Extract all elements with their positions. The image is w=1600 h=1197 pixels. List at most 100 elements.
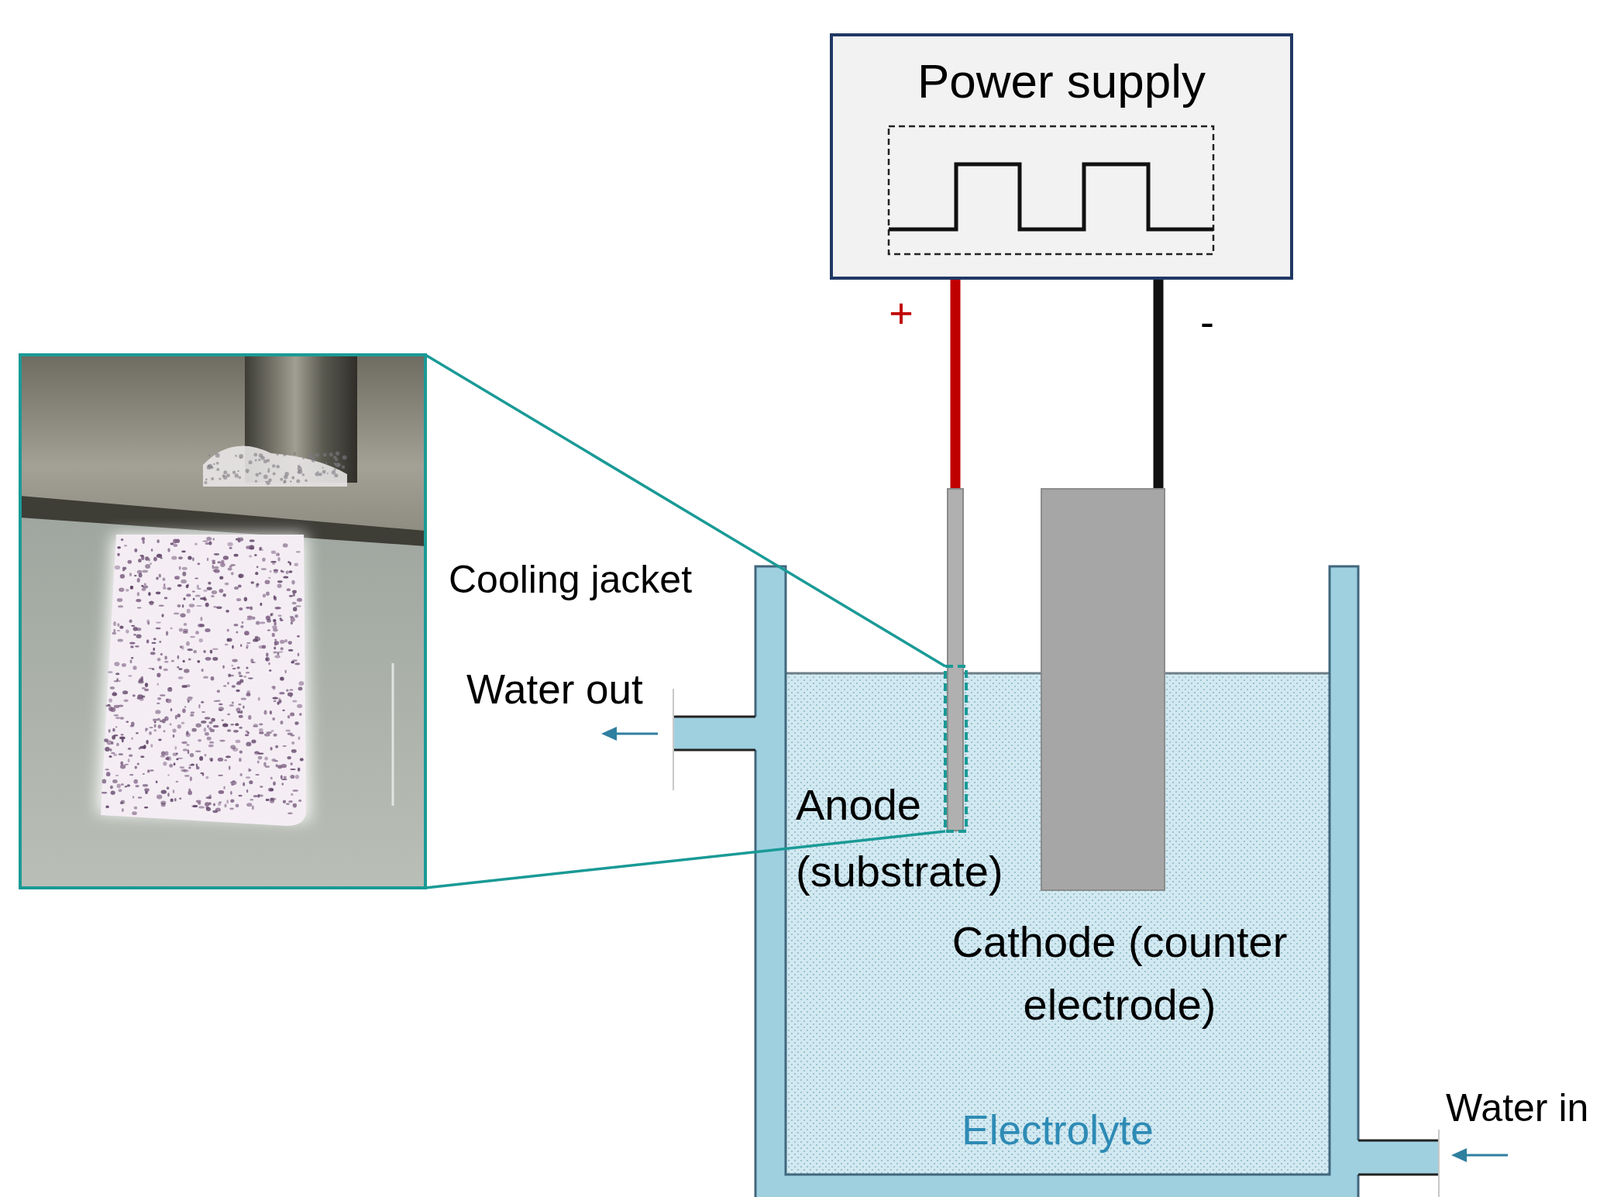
flow-label: Water in xyxy=(1445,1084,1589,1132)
speckle-dot xyxy=(239,726,243,730)
speckle-dot xyxy=(151,667,155,671)
speckle-dot xyxy=(143,744,147,750)
speckle-dot xyxy=(154,723,157,728)
speckle-dot xyxy=(278,553,280,556)
speckle-dot xyxy=(251,581,255,584)
speckle-dot xyxy=(117,639,124,643)
speckle-dot xyxy=(279,640,286,644)
speckle-dot xyxy=(254,553,257,557)
speckle-dot xyxy=(218,703,224,706)
speckle-dot xyxy=(272,696,279,699)
speckle-dot xyxy=(223,593,227,598)
speckle-dot xyxy=(182,571,186,577)
speckle-dot xyxy=(213,463,215,465)
speckle-dot xyxy=(113,753,117,757)
speckle-dot xyxy=(223,555,229,561)
speckle-dot xyxy=(283,454,287,458)
speckle-dot xyxy=(113,621,117,627)
speckle-dot xyxy=(234,473,239,478)
speckle-dot xyxy=(282,745,287,747)
speckle-dot xyxy=(298,469,303,474)
speckle-dot xyxy=(323,453,327,458)
speckle-dot xyxy=(289,694,293,699)
pipe-edge xyxy=(673,749,756,752)
speckle-dot xyxy=(294,721,299,726)
pipe-end-line xyxy=(1438,1129,1440,1197)
speckle-dot xyxy=(286,588,291,592)
speckle-dot xyxy=(142,540,145,544)
speckle-dot xyxy=(302,457,305,460)
speckle-dot xyxy=(238,757,242,762)
speckle-dot xyxy=(113,734,119,737)
speckle-dot xyxy=(289,768,296,771)
speckle-dot xyxy=(333,455,338,460)
speckle-dot xyxy=(104,746,111,752)
speckle-dot xyxy=(172,753,178,757)
speckle-dot xyxy=(238,674,243,678)
speckle-dot xyxy=(246,642,252,644)
speckle-dot xyxy=(294,563,299,567)
speckle-dot xyxy=(120,799,125,805)
speckle-dot xyxy=(213,566,220,570)
speckle-dot xyxy=(275,606,281,610)
speckle-dot xyxy=(115,716,121,720)
speckle-dot xyxy=(211,590,217,595)
speckle-dot xyxy=(113,705,120,709)
speckle-dot xyxy=(164,660,169,663)
speckle-dot xyxy=(315,471,320,476)
speckle-dot xyxy=(203,589,208,592)
speckle-dot xyxy=(108,698,113,702)
speckle-dot xyxy=(264,710,268,716)
speckle-dot xyxy=(161,750,166,756)
speckle-dot xyxy=(154,709,161,714)
speckle-dot xyxy=(203,727,207,733)
speckle-dot xyxy=(273,596,277,602)
speckle-dot xyxy=(287,692,293,697)
speckle-dot xyxy=(261,645,266,650)
speckle-dot xyxy=(113,661,120,667)
speckle-dot xyxy=(139,554,144,558)
speckle-dot xyxy=(273,569,279,574)
speckle-dot xyxy=(179,766,185,769)
speckle-dot xyxy=(271,717,276,721)
speckle-dot xyxy=(112,632,117,636)
speckle-dot xyxy=(285,689,289,692)
speckle-dot xyxy=(258,547,262,551)
speckle-dot xyxy=(127,560,133,565)
speckle-dot xyxy=(188,787,191,792)
speckle-dot xyxy=(191,728,197,733)
speckle-dot xyxy=(228,765,231,771)
speckle-dot xyxy=(254,636,262,641)
speckle-dot xyxy=(178,566,182,571)
speckle-dot xyxy=(215,807,221,812)
speckle-dot xyxy=(229,547,233,550)
speckle-dot xyxy=(129,774,134,776)
speckle-dot xyxy=(269,797,275,801)
speckle-dot xyxy=(270,560,277,563)
speckle-dot xyxy=(296,598,303,603)
speckle-dot xyxy=(277,764,283,769)
part-label-holder: Cooling jacket xyxy=(448,556,692,603)
speckle-dot xyxy=(269,788,274,792)
speckle-dot xyxy=(271,550,276,554)
speckle-dot xyxy=(130,722,135,727)
speckle-dot xyxy=(110,707,116,713)
speckle-dot xyxy=(333,462,337,465)
speckle-dot xyxy=(218,706,224,711)
speckle-dot xyxy=(290,762,293,766)
speckle-dot xyxy=(203,595,207,600)
speckle-dot xyxy=(173,612,179,616)
speckle-dot xyxy=(179,645,183,649)
speckle-dot xyxy=(127,784,131,787)
speckle-dot xyxy=(177,655,180,660)
speckle-dot xyxy=(275,655,281,659)
speckle-dot xyxy=(227,638,233,643)
speckle-dot xyxy=(138,677,143,682)
speckle-dot xyxy=(247,677,254,680)
speckle-dot xyxy=(132,795,135,799)
speckle-dot xyxy=(294,662,300,665)
speckle-dot xyxy=(266,458,270,462)
speckle-dot xyxy=(333,463,337,466)
speckle-dot xyxy=(242,705,245,709)
speckle-dot xyxy=(237,574,244,579)
